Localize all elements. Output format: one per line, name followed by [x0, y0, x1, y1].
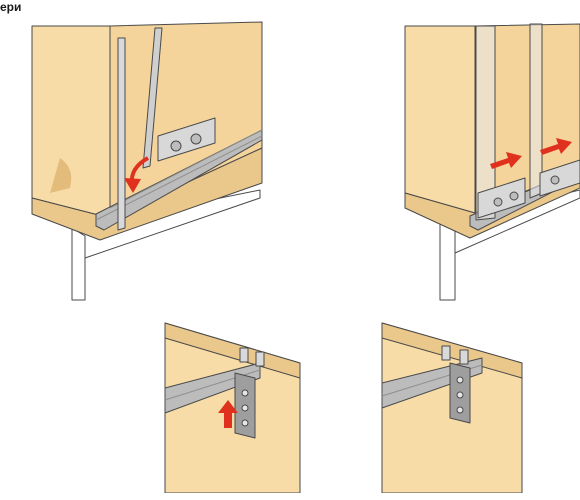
rail-clip — [239, 347, 249, 363]
screw-icon — [241, 419, 249, 427]
tilted-door — [142, 27, 163, 169]
screw-icon — [241, 404, 249, 412]
roller-wheel-icon — [190, 133, 202, 145]
step-slide-doors-right — [404, 23, 580, 301]
top-panel — [381, 322, 523, 379]
step-lower-door-onto-rail — [31, 21, 263, 301]
cabinet-side-panel — [404, 25, 476, 214]
rail-clip — [255, 351, 265, 367]
cabinet-side-panel — [31, 25, 111, 219]
arrow-curved-icon — [124, 156, 150, 193]
arrow-right-icon — [490, 138, 572, 169]
cabinet-back-wall — [474, 23, 580, 214]
door-left — [475, 25, 496, 221]
screw-icon — [456, 391, 464, 399]
page-heading: ери — [0, 0, 22, 14]
step-bracket-locked — [381, 322, 523, 493]
door-glass — [117, 37, 126, 231]
roller-carriage — [539, 159, 580, 197]
rail-clip — [459, 349, 469, 365]
step-push-bracket-up — [164, 322, 301, 493]
roller-carriage — [477, 177, 526, 219]
roller-carriage — [157, 117, 216, 162]
roller-wheel-icon — [550, 175, 560, 185]
roller-wheel-icon — [170, 140, 182, 152]
rail-clip — [441, 345, 451, 361]
top-panel — [164, 322, 301, 379]
cabinet-floor — [404, 167, 580, 239]
roller-wheel-icon — [493, 197, 503, 207]
screw-icon — [241, 389, 249, 397]
screw-icon — [456, 376, 464, 384]
screw-icon — [456, 406, 464, 414]
door-right — [529, 23, 543, 199]
arrow-up-icon — [218, 400, 238, 428]
roller-wheel-icon — [509, 191, 519, 201]
